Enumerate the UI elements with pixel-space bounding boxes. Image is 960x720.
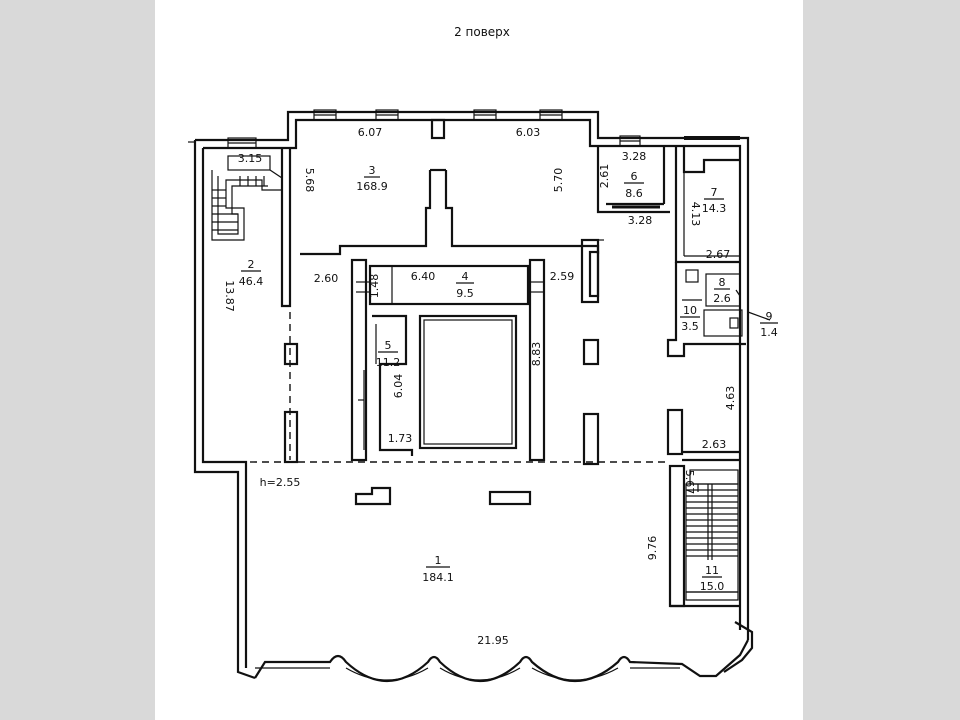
outer-wall xyxy=(193,140,256,680)
svg-text:5.68: 5.68 xyxy=(303,168,316,193)
svg-text:7: 7 xyxy=(711,186,718,199)
floor-plan: 2 поверх xyxy=(188,25,778,682)
room-label-4: 4 9.5 xyxy=(456,270,474,300)
room-label-7: 7 14.3 xyxy=(702,186,727,215)
staircase-left xyxy=(211,155,283,241)
room-label-2: 2 46.4 xyxy=(239,258,264,288)
svg-text:14.3: 14.3 xyxy=(702,202,727,215)
svg-text:13.87: 13.87 xyxy=(223,280,236,312)
svg-text:9.76: 9.76 xyxy=(646,536,659,561)
svg-text:5.67: 5.67 xyxy=(683,470,696,495)
svg-text:6: 6 xyxy=(631,170,638,183)
room-label-10: 10 3.5 xyxy=(680,304,700,333)
dimension-labels: 6.07 6.03 3.15 3.28 3.28 2.67 2.60 6.40 … xyxy=(223,126,737,647)
room-label-8: 8 2.6 xyxy=(713,276,731,305)
svg-text:2.6: 2.6 xyxy=(713,292,731,305)
svg-text:2.61: 2.61 xyxy=(598,164,611,189)
svg-text:168.9: 168.9 xyxy=(356,180,388,193)
svg-text:2.63: 2.63 xyxy=(702,438,727,451)
svg-text:11.2: 11.2 xyxy=(376,356,401,369)
room-label-6: 6 8.6 xyxy=(624,170,644,200)
svg-text:5.70: 5.70 xyxy=(552,168,565,193)
svg-text:3: 3 xyxy=(369,164,376,177)
svg-text:6.40: 6.40 xyxy=(411,270,436,283)
svg-text:3.15: 3.15 xyxy=(238,152,263,165)
svg-text:h=2.55: h=2.55 xyxy=(260,476,301,489)
svg-text:6.04: 6.04 xyxy=(392,374,405,399)
room-label-9: 9 1.4 xyxy=(747,310,778,339)
svg-text:6.03: 6.03 xyxy=(516,126,541,139)
plan-title: 2 поверх xyxy=(454,25,510,39)
svg-text:2.59: 2.59 xyxy=(550,270,575,283)
svg-text:9: 9 xyxy=(766,310,773,323)
svg-text:3.28: 3.28 xyxy=(622,150,647,163)
svg-text:4: 4 xyxy=(462,270,469,283)
room-label-3: 3 168.9 xyxy=(356,164,388,193)
svg-text:46.4: 46.4 xyxy=(239,275,264,288)
svg-text:9.5: 9.5 xyxy=(456,287,474,300)
svg-text:5: 5 xyxy=(385,339,392,352)
svg-text:8.83: 8.83 xyxy=(530,342,543,367)
svg-text:4.13: 4.13 xyxy=(689,202,702,227)
svg-text:8: 8 xyxy=(719,276,726,289)
svg-text:1.73: 1.73 xyxy=(388,432,413,445)
svg-text:10: 10 xyxy=(683,304,697,317)
room-label-1: 1 184.1 xyxy=(422,554,454,584)
window xyxy=(227,109,641,149)
svg-text:1.4: 1.4 xyxy=(760,326,778,339)
room-label-5: 5 11.2 xyxy=(376,339,401,369)
svg-text:21.95: 21.95 xyxy=(477,634,509,647)
svg-text:184.1: 184.1 xyxy=(422,571,454,584)
svg-text:8.6: 8.6 xyxy=(625,187,643,200)
svg-text:15.0: 15.0 xyxy=(700,580,725,593)
drawing-sheet: 2 поверх xyxy=(155,0,803,720)
svg-text:3.28: 3.28 xyxy=(628,214,653,227)
svg-text:4.63: 4.63 xyxy=(724,386,737,411)
svg-text:1.48: 1.48 xyxy=(368,274,381,299)
svg-text:1: 1 xyxy=(435,554,442,567)
svg-text:6.07: 6.07 xyxy=(358,126,383,139)
svg-text:2: 2 xyxy=(248,258,255,271)
svg-text:11: 11 xyxy=(705,564,719,577)
svg-text:2.67: 2.67 xyxy=(706,248,731,261)
svg-text:3.5: 3.5 xyxy=(681,320,699,333)
svg-text:2.60: 2.60 xyxy=(314,272,339,285)
room-label-11: 11 15.0 xyxy=(700,564,725,593)
staircase-right xyxy=(668,464,740,608)
